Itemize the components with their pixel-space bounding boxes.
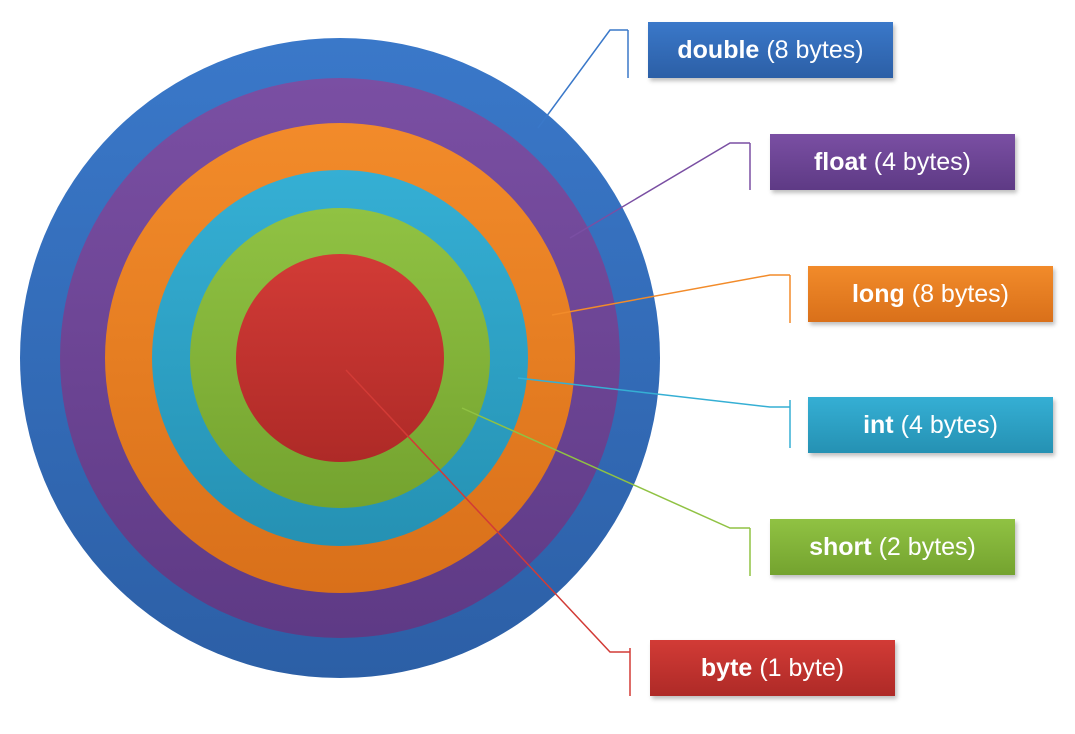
label-short: short (2 bytes): [770, 519, 1015, 575]
label-float-size: (4 bytes): [873, 147, 972, 176]
circle-byte: [236, 254, 444, 462]
callout-line-float: [569, 142, 750, 239]
label-byte-type: byte: [700, 653, 753, 682]
callout-line-int: [517, 377, 790, 408]
label-double-type: double: [677, 35, 760, 64]
callout-line-short: [461, 407, 750, 529]
callout-line-byte: [345, 369, 630, 653]
callout-line-double: [537, 29, 628, 129]
label-float-type: float: [813, 147, 867, 176]
label-double-size: (8 bytes): [766, 35, 864, 64]
label-short-type: short: [809, 532, 872, 561]
label-double: double (8 bytes): [648, 22, 893, 78]
label-long-size: (8 bytes): [911, 279, 1010, 308]
label-long-type: long: [851, 279, 905, 308]
label-int-type: int: [863, 410, 894, 439]
callout-line-long: [551, 274, 790, 316]
label-short-size: (2 bytes): [878, 532, 976, 561]
label-int-size: (4 bytes): [900, 410, 998, 439]
label-byte: byte (1 byte): [650, 640, 895, 696]
label-byte-size: (1 byte): [759, 653, 845, 682]
label-int: int (4 bytes): [808, 397, 1053, 453]
label-float: float (4 bytes): [770, 134, 1015, 190]
label-long: long (8 bytes): [808, 266, 1053, 322]
